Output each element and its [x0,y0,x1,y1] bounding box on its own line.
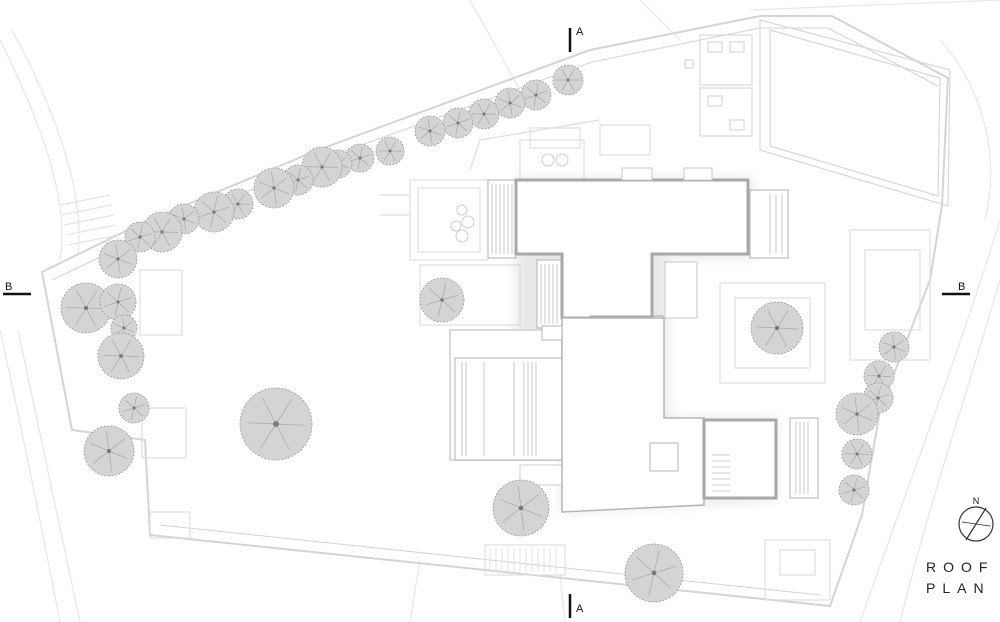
tree-canopy [99,283,137,321]
section-label-a-bottom: A [576,603,584,615]
tree-canopy [494,87,526,119]
section-mark-a-top: A [568,26,584,52]
tree-canopy [878,331,910,363]
tree-canopy [552,64,584,96]
section-label-b-right: B [958,281,965,293]
tree-canopy [118,392,150,424]
north-arrow: N [958,496,994,542]
tree-canopy [442,107,474,139]
tree-canopy [624,543,684,603]
louvre-hatching [461,184,809,494]
north-arrow-circle-icon [958,506,994,542]
tree-canopy [835,392,879,436]
tree-canopy [193,191,235,233]
drawing-title-line-1: ROOF [926,559,995,575]
tree-canopy [97,332,145,380]
tree-canopy [375,136,405,166]
tree-canopy [492,479,550,537]
tree-canopy [124,221,156,253]
west-terrace-lines [59,194,119,246]
tree-canopies [60,64,910,603]
tree-canopy [468,98,500,130]
tree-canopy [253,167,295,209]
north-label: N [973,496,980,506]
tree-canopy [60,282,112,334]
tree-canopy [414,115,446,147]
tree-canopy [841,438,873,470]
section-mark-b-right: B [942,281,970,296]
roof-skylights [450,153,569,243]
tree-canopy [520,79,552,111]
section-mark-b-left: B [3,281,31,296]
section-mark-a-bottom: A [568,594,584,618]
tree-canopy [83,425,135,477]
drawing-title-line-2: PLAN [926,580,991,596]
tree-canopy [98,239,138,279]
tree-canopy [838,474,870,506]
tree-canopy [750,301,804,355]
section-label-a-top: A [576,26,584,38]
site-steps [489,548,557,572]
tree-canopy [239,387,313,461]
service-block-ne [684,19,951,207]
tree-canopy [419,277,465,323]
section-label-b-left: B [5,281,12,293]
